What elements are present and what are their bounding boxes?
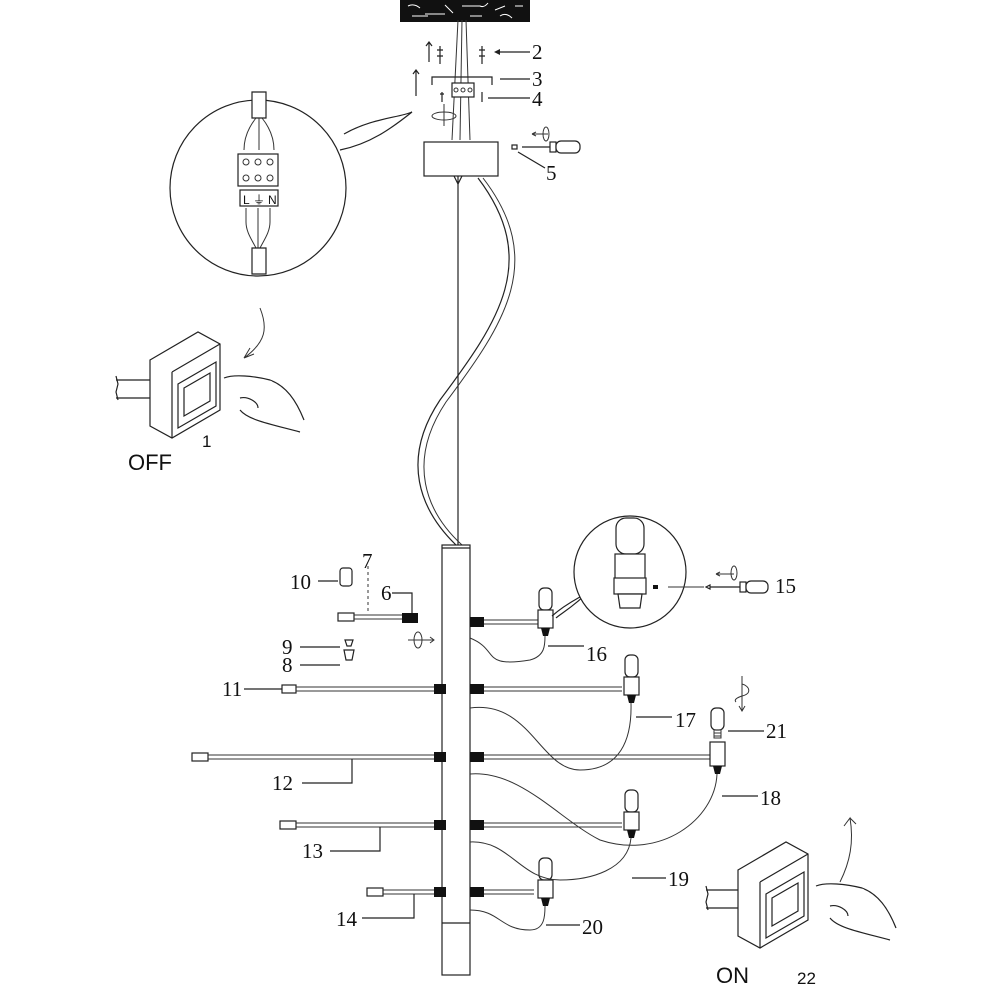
canopy — [423, 141, 499, 177]
rotate-arrow-icon — [431, 104, 457, 126]
callout-20: 20 — [582, 915, 603, 939]
lamp-cables — [469, 635, 718, 931]
leader-12 — [302, 759, 353, 784]
wiring-detail-callout: L ⏚ N — [169, 91, 413, 277]
callout-10: 10 — [290, 570, 311, 594]
callout-9: 9 — [282, 635, 293, 659]
callout-13: 13 — [302, 839, 323, 863]
callout-14: 14 — [336, 907, 358, 931]
terminal-neutral: N — [268, 193, 277, 207]
switch-off-illustration — [115, 307, 305, 439]
callout-17: 17 — [675, 708, 696, 732]
mounting-bracket — [431, 76, 493, 85]
callout-5: 5 — [546, 161, 557, 185]
switch-on-illustration — [705, 816, 897, 949]
terminal-block-small — [440, 82, 483, 102]
switch-off-label: OFF — [128, 450, 172, 475]
step-1-label: 1 — [202, 432, 211, 451]
supply-wires — [451, 19, 471, 141]
callout-2: 2 — [532, 40, 543, 64]
left-arms — [191, 684, 446, 897]
callout-6: 6 — [381, 581, 392, 605]
terminal-earth: ⏚ — [253, 193, 265, 207]
screw-in-arrow-icon — [734, 676, 750, 712]
power-cord — [417, 177, 510, 546]
callout-16: 16 — [586, 642, 607, 666]
bulb-detail-callout — [551, 515, 769, 629]
callout-7: 7 — [362, 549, 373, 573]
callout-11: 11 — [222, 677, 242, 701]
main-stem — [441, 544, 471, 976]
callout-15: 15 — [775, 574, 796, 598]
screwdriver-icon — [511, 126, 581, 154]
leader-13 — [330, 827, 381, 852]
lamp-holders — [537, 587, 726, 906]
right-arms — [470, 617, 710, 897]
ceiling-screws — [412, 41, 485, 96]
callout-3: 3 — [532, 67, 543, 91]
callout-8: 8 — [282, 653, 293, 677]
callout-12: 12 — [272, 771, 293, 795]
terminal-live: L — [243, 193, 250, 207]
leader-5 — [517, 151, 546, 169]
callout-18: 18 — [760, 786, 781, 810]
small-parts — [337, 566, 435, 661]
ceiling — [400, 0, 530, 22]
step-22-label: 22 — [797, 969, 816, 988]
callout-4: 4 — [532, 87, 543, 111]
leader-14 — [362, 894, 415, 919]
callout-21: 21 — [766, 719, 787, 743]
switch-on-label: ON — [716, 963, 749, 988]
canopy-cable-gland — [453, 175, 463, 186]
callout-19: 19 — [668, 867, 689, 891]
